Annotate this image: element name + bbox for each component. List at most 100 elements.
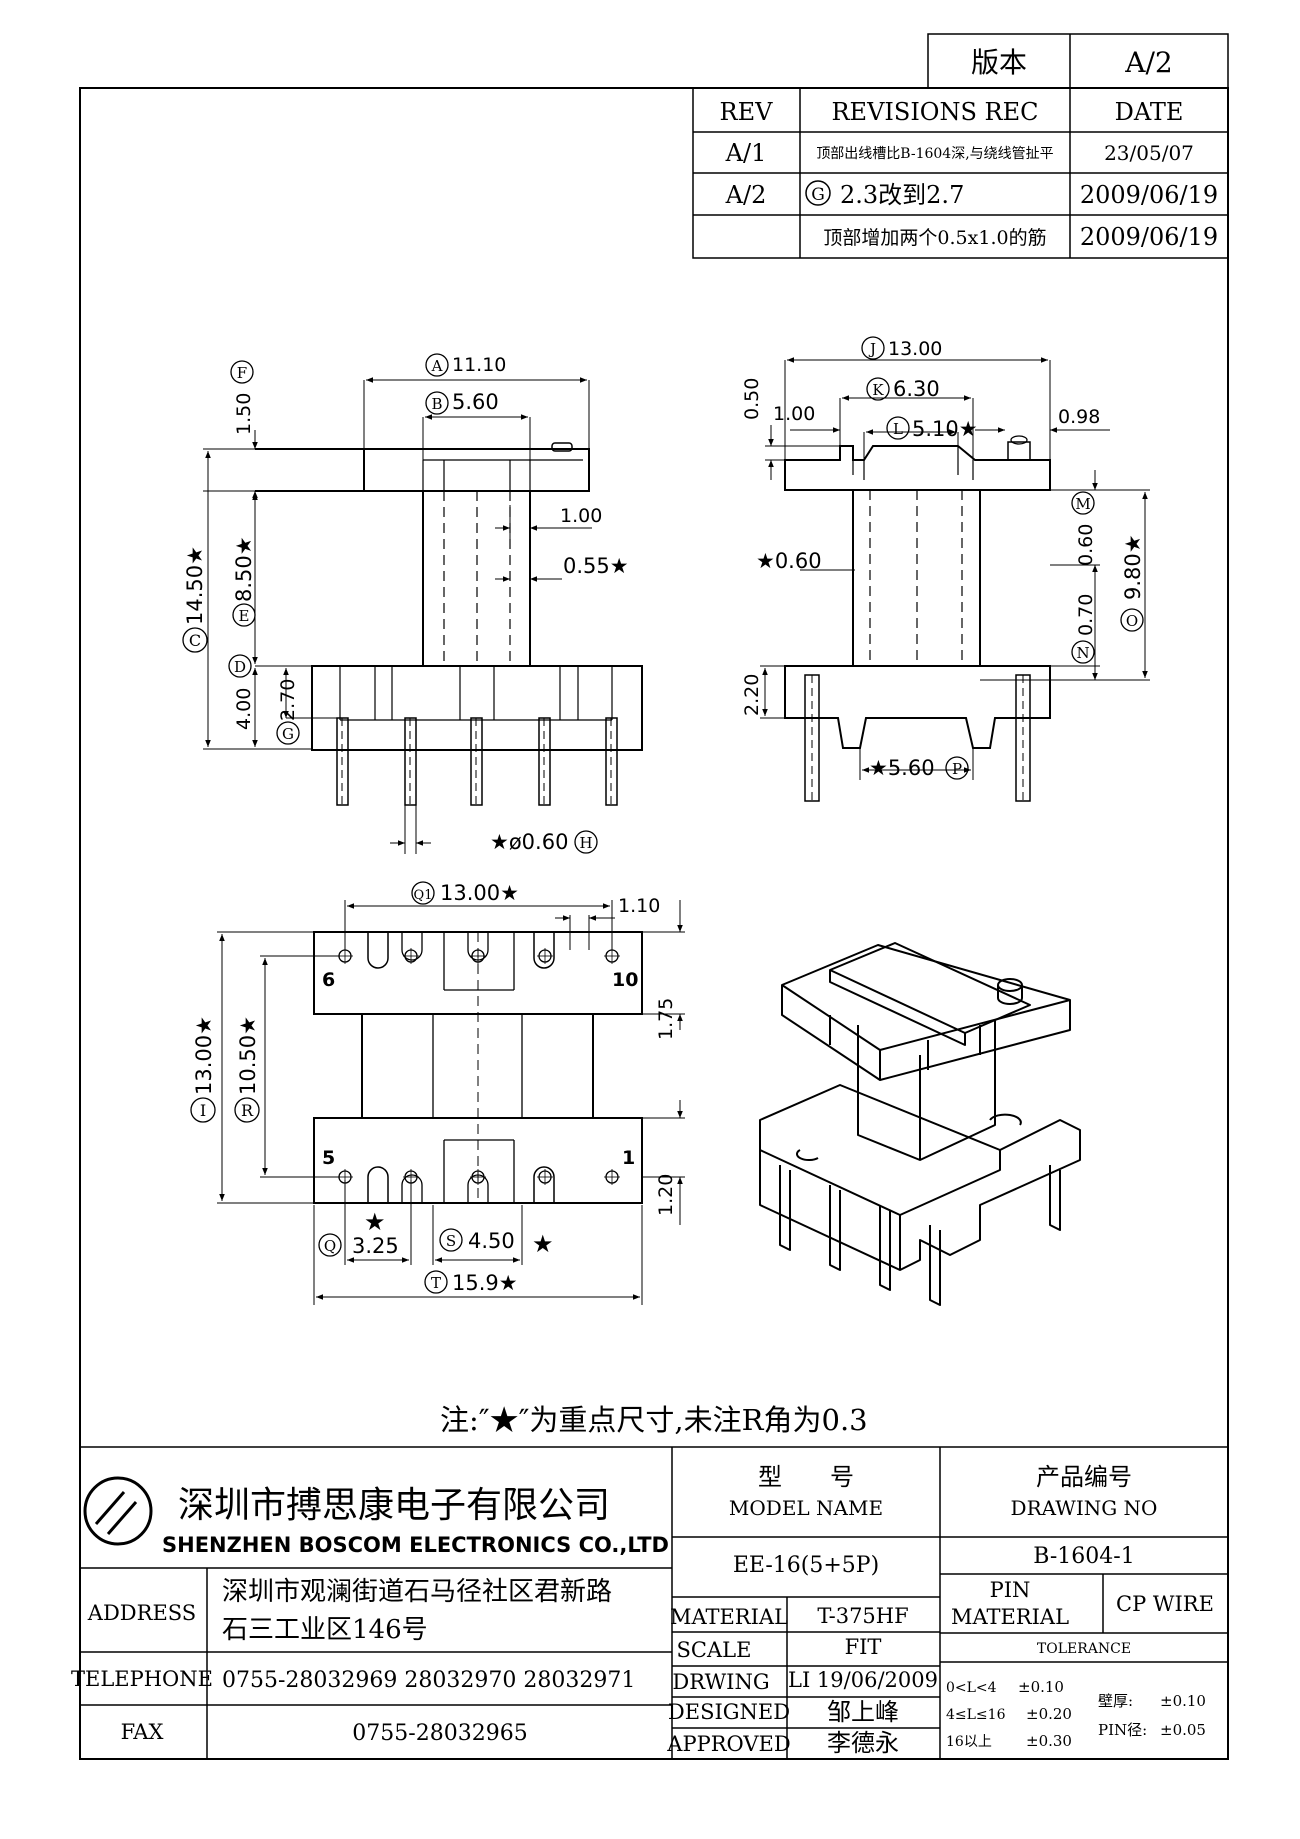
- dim-1-10: 1.10: [618, 895, 660, 917]
- front-view: [255, 442, 643, 806]
- dim-1-00: 1.00: [560, 505, 602, 527]
- svg-text:J: J: [868, 340, 876, 358]
- rec-cell: 顶部出线槽比B-1604深,与绕线管扯平: [816, 146, 1053, 162]
- dim-0-60-side: ★0.60: [756, 549, 822, 573]
- company-logo: [83, 1476, 153, 1546]
- dim-0-50: 0.50: [741, 378, 763, 420]
- dim-0-98: 0.98: [1058, 406, 1100, 428]
- revision-marker: G: [811, 185, 825, 205]
- tolerance-value: ±0.10: [1018, 1678, 1064, 1696]
- svg-text:P: P: [952, 760, 962, 778]
- svg-text:Q: Q: [324, 1237, 336, 1255]
- svg-text:H: H: [579, 834, 592, 852]
- dim-L: 5.10★: [912, 417, 978, 441]
- svg-text:M: M: [1075, 495, 1090, 513]
- fax-value: 0755-28032965: [352, 1721, 527, 1746]
- pin-label-5: 5: [322, 1147, 335, 1169]
- rec-header: REVISIONS REC: [831, 98, 1038, 126]
- drawing-value: B-1604-1: [1033, 1544, 1134, 1569]
- title-block: [80, 1446, 1228, 1759]
- svg-text:T: T: [431, 1274, 441, 1292]
- svg-text:S: S: [446, 1232, 456, 1250]
- svg-text:Q1: Q1: [414, 888, 433, 903]
- version-label: 版本: [971, 46, 1027, 79]
- svg-text:E: E: [239, 607, 250, 625]
- dim-G: 2.70: [277, 679, 299, 721]
- pin-tol-value: ±0.05: [1160, 1721, 1206, 1739]
- rev-cell: A/2: [725, 181, 767, 209]
- front-view-dimensions: [203, 377, 592, 854]
- dim-J: 13.00: [888, 338, 942, 360]
- date-cell: 23/05/07: [1104, 141, 1194, 165]
- dim-D: 4.00: [233, 688, 255, 730]
- drawing-label-en: DRAWING NO: [1011, 1496, 1158, 1520]
- tolerance-range: 16以上: [946, 1734, 992, 1750]
- dim-F: 1.50: [233, 393, 255, 435]
- company-name-en: SHENZHEN BOSCOM ELECTRONICS CO.,LTD: [162, 1533, 669, 1557]
- model-label-en: MODEL NAME: [729, 1496, 883, 1520]
- svg-text:O: O: [1126, 612, 1138, 630]
- dim-R: 10.50★: [236, 1016, 260, 1095]
- dim-0-55: 0.55★: [563, 554, 629, 578]
- date-cell: 2009/06/19: [1080, 223, 1218, 251]
- dim-Q: 3.25: [352, 1234, 399, 1258]
- designed-label: DESIGNED: [668, 1700, 790, 1724]
- svg-text:R: R: [241, 1101, 254, 1120]
- dim-S-star: ★: [532, 1230, 554, 1258]
- svg-text:K: K: [872, 381, 884, 399]
- dim-I: 13.00★: [192, 1016, 216, 1095]
- fax-label: FAX: [121, 1720, 164, 1744]
- dim-O: 9.80★: [1121, 534, 1145, 600]
- dim-B: 5.60: [452, 390, 499, 414]
- dim-M: 0.60: [1075, 524, 1097, 566]
- svg-text:G: G: [282, 725, 294, 743]
- date-cell: 2009/06/19: [1080, 181, 1218, 209]
- pin-label-6: 6: [322, 969, 335, 991]
- rev-cell: A/1: [725, 139, 767, 167]
- svg-text:B: B: [431, 395, 442, 413]
- material-label: MATERIAL: [670, 1605, 788, 1629]
- dim-N: 0.70: [1075, 594, 1097, 636]
- drawing-label-cn: 产品编号: [1036, 1463, 1132, 1491]
- dim-Q1: 13.00★: [440, 881, 519, 905]
- dim-A: 11.10: [452, 354, 506, 376]
- svg-text:C: C: [189, 631, 201, 650]
- tolerance-label: TOLERANCE: [1037, 1641, 1131, 1657]
- pin-label-10: 10: [612, 969, 638, 991]
- note-text: 注:″★″为重点尺寸,未注R角为0.3: [440, 1403, 868, 1437]
- scale-value: FIT: [845, 1635, 882, 1659]
- telephone-label: TELEPHONE: [71, 1667, 213, 1691]
- model-label-cn: 型 号: [758, 1463, 854, 1491]
- approved-value: 李德永: [827, 1729, 899, 1757]
- telephone-value: 0755-28032969 28032970 28032971: [222, 1668, 635, 1693]
- dim-H: ★ø0.60: [490, 830, 568, 854]
- company-name-cn: 深圳市搏思康电子有限公司: [178, 1485, 610, 1526]
- material-value: T-375HF: [817, 1604, 908, 1628]
- pin-material-label-1: PIN: [990, 1578, 1031, 1602]
- rec-cell: 顶部增加两个0.5x1.0的筋: [823, 227, 1046, 249]
- dim-C: 14.50★: [183, 546, 207, 625]
- dim-1-75: 1.75: [655, 998, 677, 1040]
- tolerance-range: 0<L<4: [946, 1680, 997, 1696]
- bottom-view: [313, 931, 643, 1204]
- model-value: EE-16(5+5P): [733, 1553, 879, 1578]
- dim-S: 4.50: [468, 1229, 515, 1253]
- wall-value: ±0.10: [1160, 1692, 1206, 1710]
- svg-text:L: L: [893, 420, 903, 438]
- pin-tol-label: PIN径:: [1098, 1721, 1147, 1739]
- tolerance-value: ±0.30: [1026, 1732, 1072, 1750]
- side-view-dimensions: [760, 357, 1150, 780]
- address-line2: 石三工业区146号: [222, 1615, 428, 1645]
- bottom-view-dimensions: [217, 900, 685, 1305]
- address-label: ADDRESS: [87, 1601, 196, 1625]
- dim-2-20: 2.20: [741, 674, 763, 716]
- pin-material-value: CP WIRE: [1116, 1592, 1214, 1616]
- svg-text:I: I: [200, 1101, 206, 1120]
- svg-text:D: D: [234, 658, 246, 676]
- dim-1-20: 1.20: [655, 1174, 677, 1216]
- rev-header: REV: [720, 98, 774, 126]
- sheet-border: [79, 87, 1229, 1760]
- drwing-label: DRWING: [672, 1670, 769, 1694]
- date-header: DATE: [1115, 98, 1184, 126]
